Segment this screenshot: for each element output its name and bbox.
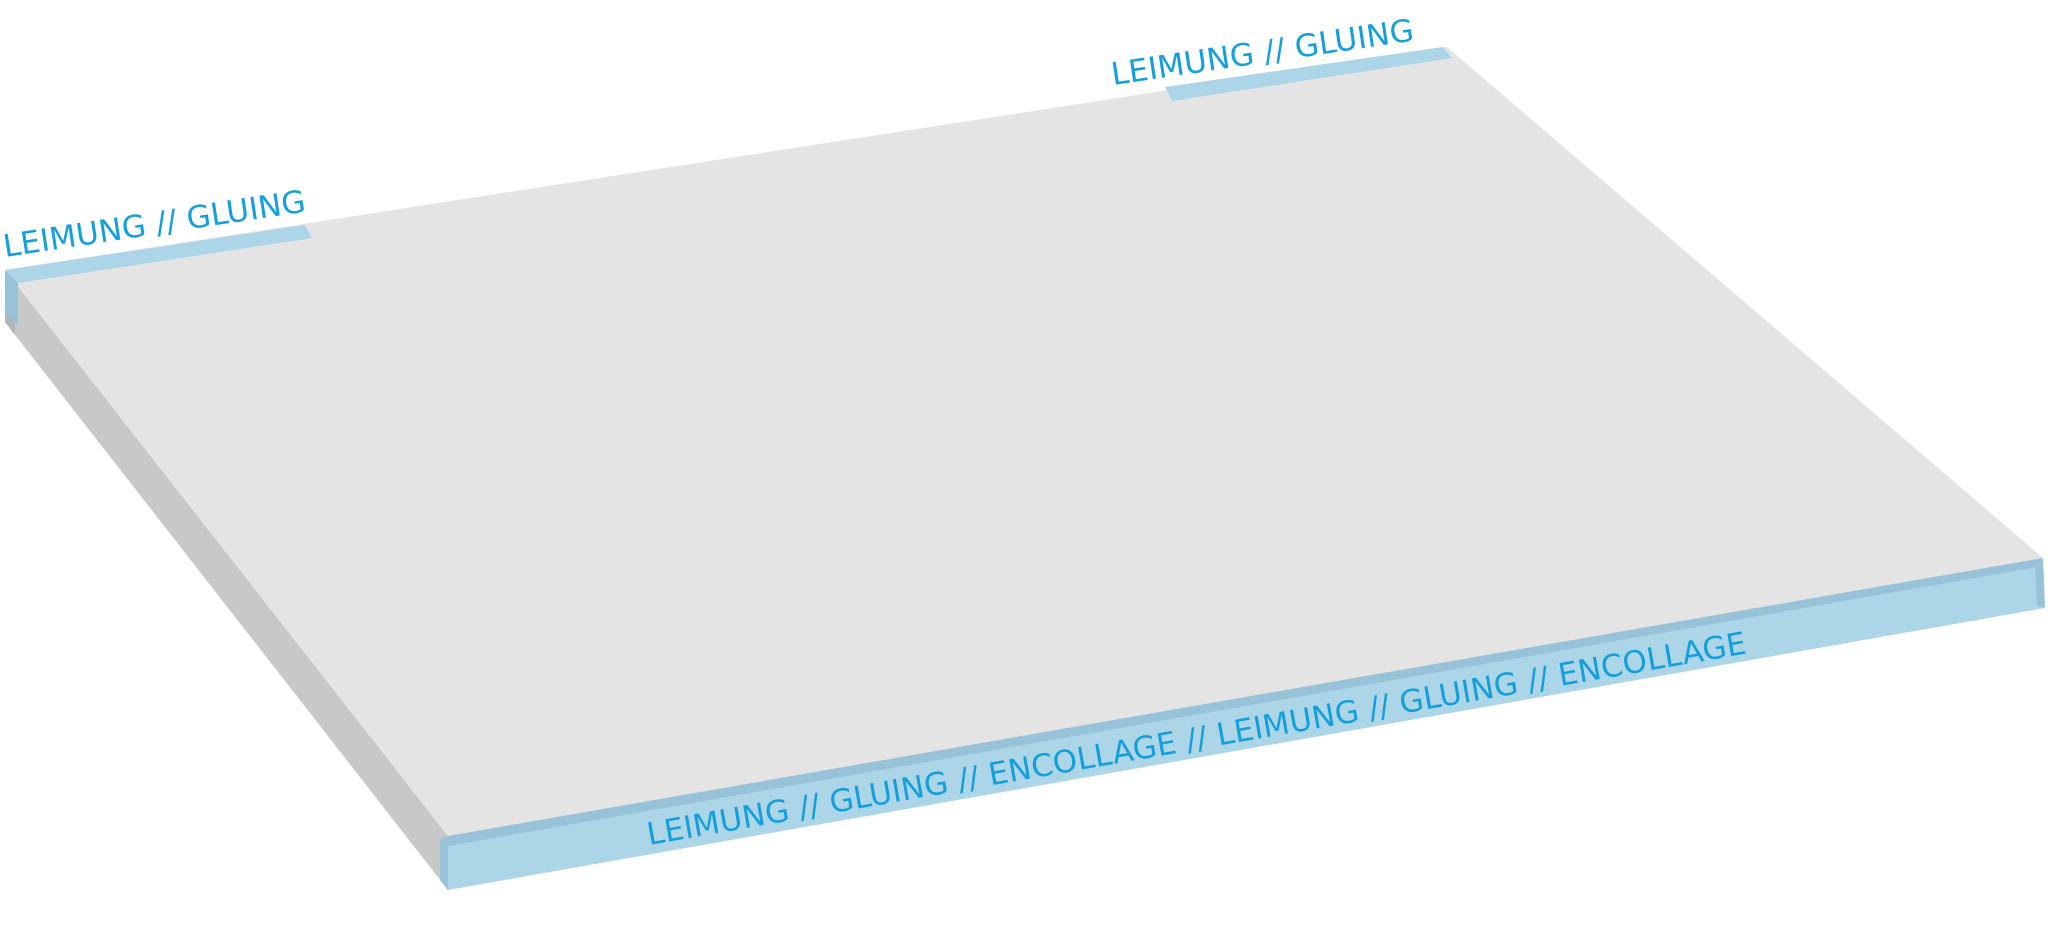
panel-left-side	[5, 270, 448, 890]
glue-strip-top-right	[1165, 47, 1452, 101]
glue-front-left-corner	[440, 836, 448, 890]
glue-front-right-corner	[2035, 558, 2045, 608]
panel-top-surface	[5, 47, 2043, 836]
glue-strip-top-left	[5, 225, 312, 283]
glue-front-top-bevel	[448, 558, 2043, 846]
glue-strip-top-left-end	[5, 270, 18, 325]
glue-front-face	[448, 558, 2045, 890]
